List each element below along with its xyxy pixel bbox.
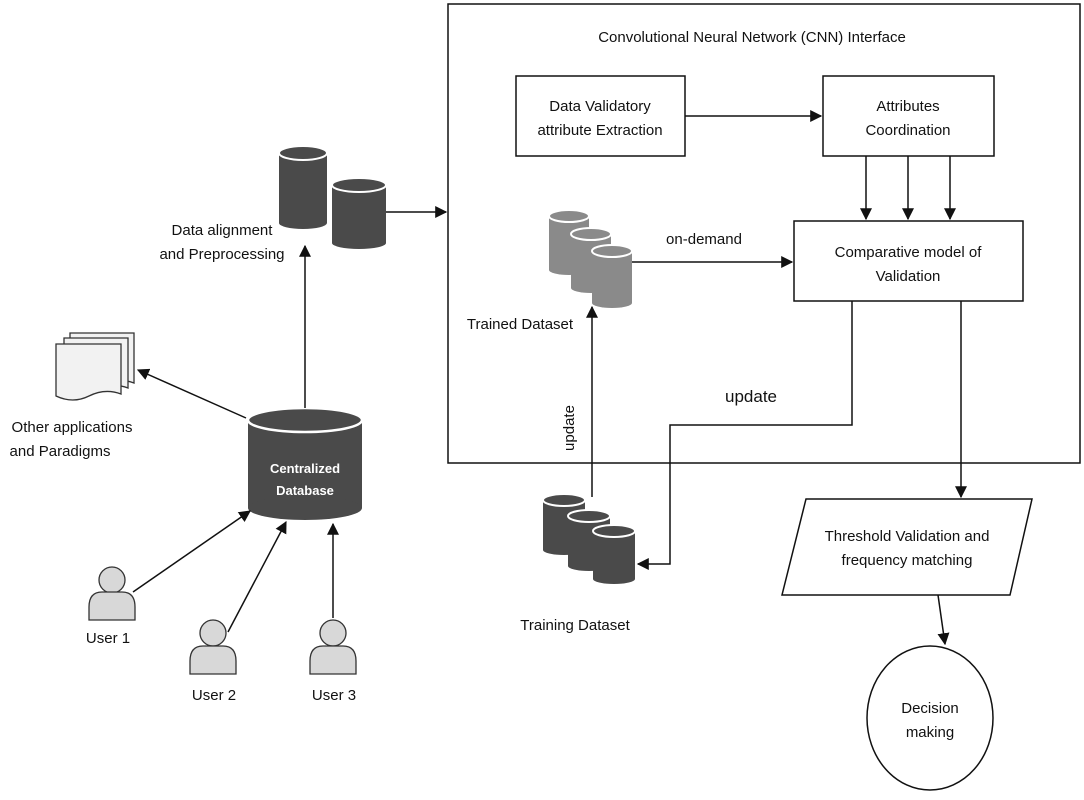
arrow-database-to-applications	[136, 368, 247, 419]
comparative-model-label-2: Validation	[876, 268, 941, 285]
training-dataset-cylinders-icon	[542, 493, 636, 584]
arrow-user1-to-database	[132, 510, 251, 593]
data-validatory-label-2: attribute Extraction	[537, 122, 662, 139]
decision-making-circle	[866, 645, 994, 791]
preprocessing-cylinder-back-icon	[278, 145, 328, 229]
trained-cylinder-3-icon	[591, 244, 633, 308]
attributes-coordination-label-2: Coordination	[865, 122, 950, 139]
arrow-threshold-to-decision	[937, 594, 950, 646]
user-1-icon	[88, 566, 136, 621]
preprocessing-cylinders-icon	[278, 145, 387, 249]
threshold-validation-label-2: frequency matching	[842, 552, 973, 569]
user-2-icon	[189, 619, 237, 675]
data-alignment-label-2: and Preprocessing	[159, 246, 284, 263]
update-vertical-label: update	[561, 405, 578, 451]
decision-making-label-2: making	[906, 724, 954, 741]
arrow-comparative-to-training	[636, 301, 853, 570]
data-validatory-box	[515, 75, 686, 157]
centralized-database-label-2: Database	[276, 483, 334, 498]
documents-icon	[55, 332, 135, 401]
other-applications-label-2: and Paradigms	[10, 443, 111, 460]
threshold-validation-label-1: Threshold Validation and	[825, 528, 990, 545]
training-dataset-label: Training Dataset	[520, 617, 630, 634]
preprocessing-cylinder-front-icon	[331, 177, 387, 249]
attributes-coordination-box	[822, 75, 995, 157]
cnn-panel-title: Convolutional Neural Network (CNN) Inter…	[598, 29, 906, 46]
comparative-model-box	[793, 220, 1024, 302]
user-3-label: User 3	[312, 687, 356, 704]
user-2-label: User 2	[192, 687, 236, 704]
centralized-database-label-1: Centralized	[270, 461, 340, 476]
cnn-panel	[447, 3, 1081, 464]
update-horizontal-label: update	[725, 387, 777, 406]
other-applications-label-1: Other applications	[12, 419, 133, 436]
user-1-label: User 1	[86, 630, 130, 647]
threshold-validation-box	[781, 498, 1033, 596]
data-alignment-label-1: Data alignment	[172, 222, 274, 239]
arrow-user2-to-database	[227, 520, 287, 633]
on-demand-label: on-demand	[666, 231, 742, 248]
trained-dataset-label: Trained Dataset	[467, 316, 574, 333]
trained-dataset-cylinders-icon	[548, 209, 633, 308]
data-validatory-label-1: Data Validatory	[549, 98, 651, 115]
attributes-coordination-label-1: Attributes	[876, 98, 939, 115]
user-3-icon	[309, 619, 357, 675]
decision-making-label-1: Decision	[901, 700, 959, 717]
centralized-database-icon	[246, 406, 364, 520]
training-cylinder-3-icon	[592, 524, 636, 584]
comparative-model-label-1: Comparative model of	[835, 244, 983, 261]
